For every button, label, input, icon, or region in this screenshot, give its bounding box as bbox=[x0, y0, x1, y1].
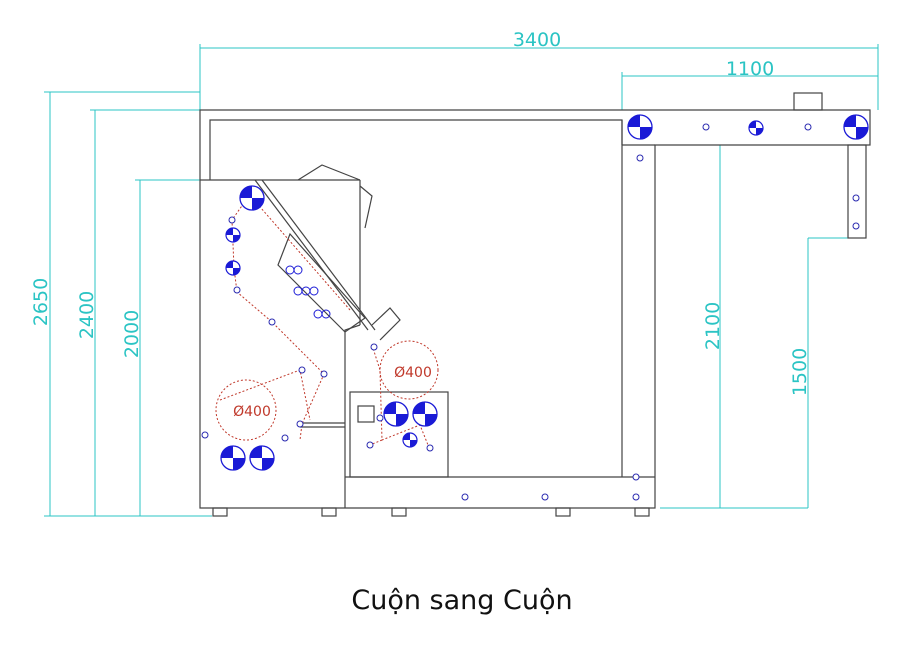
machine-frame bbox=[199, 92, 871, 517]
dimension-1100: 1100 bbox=[726, 58, 774, 80]
dimension-2650: 2650 bbox=[30, 278, 52, 326]
dimension-3400: 3400 bbox=[513, 29, 561, 51]
diagram-caption: Cuộn sang Cuộn bbox=[351, 585, 573, 616]
lower-roll-diameter: Ø400 bbox=[233, 404, 271, 420]
dimension-2100: 2100 bbox=[702, 302, 724, 350]
dimension-2000: 2000 bbox=[121, 310, 143, 358]
machine-drawing: 3400 1100 2650 2400 2000 2100 1500 bbox=[30, 29, 879, 517]
dimension-1500: 1500 bbox=[789, 348, 811, 396]
dryer-lamps bbox=[285, 265, 331, 319]
dimension-lines bbox=[44, 44, 879, 517]
upper-roll-diameter: Ø400 bbox=[394, 365, 432, 381]
dimension-2400: 2400 bbox=[76, 291, 98, 339]
